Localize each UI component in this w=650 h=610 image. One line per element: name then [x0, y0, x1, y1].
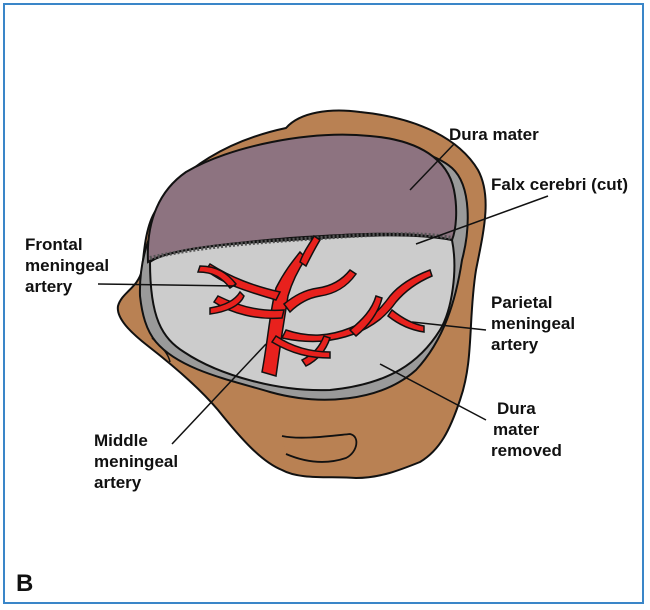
- label-line: meningeal: [491, 313, 575, 334]
- leader-middle: [172, 344, 266, 444]
- label-line: Dura: [491, 398, 562, 419]
- label-line: artery: [25, 276, 109, 297]
- label-frontal-meningeal-artery: Frontal meningeal artery: [25, 234, 109, 297]
- label-line: Parietal: [491, 292, 575, 313]
- label-dura-mater-removed: Dura mater removed: [491, 398, 562, 461]
- label-line: Middle: [94, 430, 178, 451]
- label-line: artery: [491, 334, 575, 355]
- label-line: removed: [491, 440, 562, 461]
- label-line: mater: [491, 419, 562, 440]
- label-parietal-meningeal-artery: Parietal meningeal artery: [491, 292, 575, 355]
- leader-falx: [416, 196, 548, 244]
- label-line: meningeal: [25, 255, 109, 276]
- label-line: meningeal: [94, 451, 178, 472]
- label-dura-mater: Dura mater: [449, 124, 539, 145]
- leader-dura: [410, 144, 454, 190]
- label-falx-cerebri: Falx cerebri (cut): [491, 174, 628, 195]
- leader-parietal: [412, 322, 486, 330]
- leader-frontal: [98, 284, 236, 286]
- label-middle-meningeal-artery: Middle meningeal artery: [94, 430, 178, 493]
- label-line: Frontal: [25, 234, 109, 255]
- label-line: artery: [94, 472, 178, 493]
- panel-letter: B: [16, 570, 33, 598]
- leader-removed: [380, 364, 486, 420]
